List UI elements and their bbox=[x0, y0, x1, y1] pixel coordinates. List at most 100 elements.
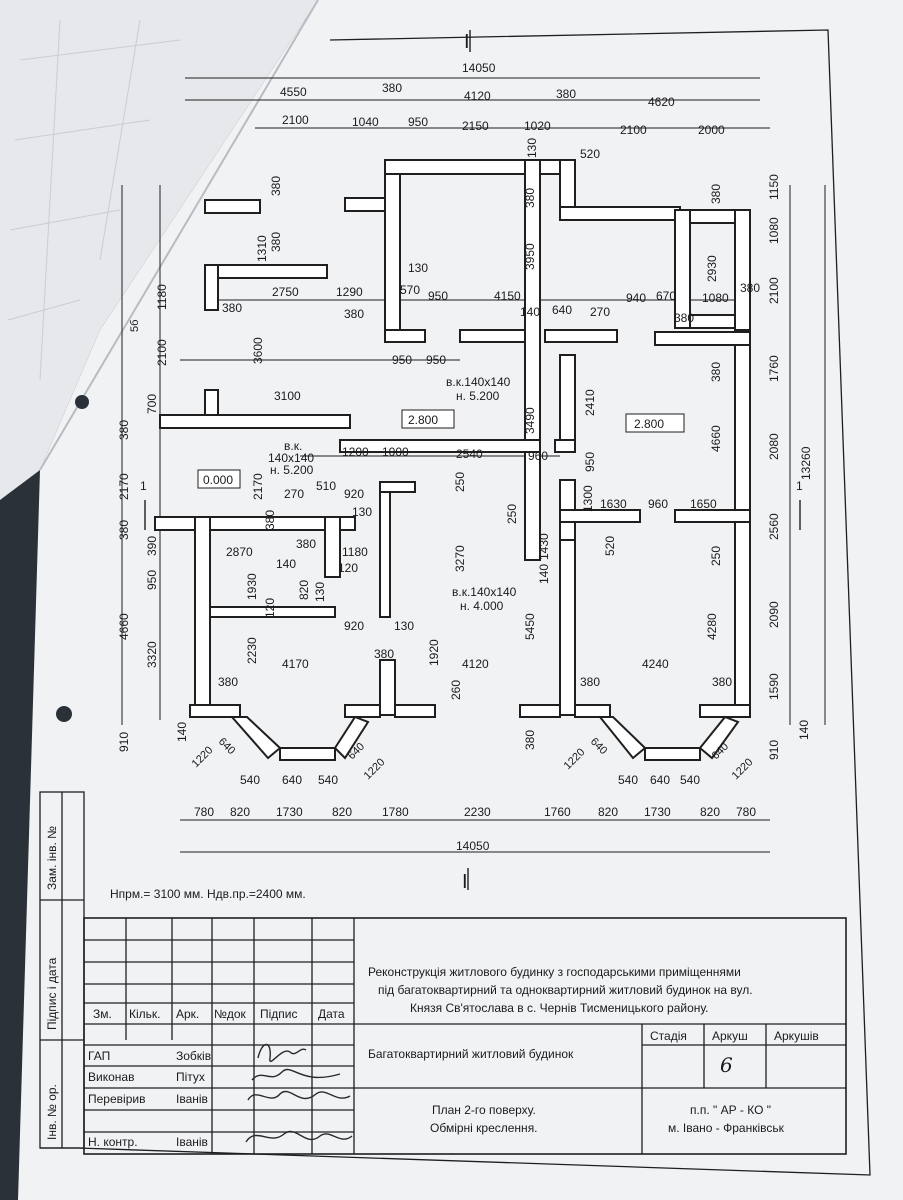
dim-top-r1-0: 4550 bbox=[280, 85, 307, 99]
dim-int-38: 2870 bbox=[226, 545, 253, 559]
dim-int-30: 510 bbox=[316, 479, 336, 493]
dim-left-outer-3: 4660 bbox=[117, 613, 131, 640]
dim-left-wall-4: 2170 bbox=[251, 473, 265, 500]
dim-top-r2-1: 1040 bbox=[352, 115, 379, 129]
dim-bot-7: 820 bbox=[598, 805, 618, 819]
dim-int-23: 1200 bbox=[342, 445, 369, 459]
dim-right-inner-3: 1760 bbox=[767, 355, 781, 382]
tb-object: Багатоквартирний житловий будинок bbox=[368, 1047, 574, 1061]
heights-note: Нпрм.= 3100 мм. Ндв.пр.=2400 мм. bbox=[110, 887, 306, 901]
tb-company-line-2: м. Івано - Франківськ bbox=[668, 1121, 785, 1135]
dim-top-r2-6: 2000 bbox=[698, 123, 725, 137]
dim-right-inner-7: 1590 bbox=[767, 673, 781, 700]
dim-int-32: 130 bbox=[352, 505, 372, 519]
dim-left-inner-4: 950 bbox=[145, 570, 159, 590]
stamp-zam-inv: Зам. інв. № bbox=[45, 826, 59, 890]
level-right: 2.800 bbox=[634, 417, 664, 431]
dim-int-25: 2540 bbox=[456, 447, 483, 461]
dim-int-20: 380 bbox=[523, 188, 537, 208]
title-block bbox=[83, 917, 847, 1155]
signature-gap bbox=[257, 1043, 307, 1062]
dim-left-wall-0: 1310 bbox=[255, 235, 269, 262]
dim-int-3: 950 bbox=[428, 289, 448, 303]
dim-bay-r-0: 540 bbox=[618, 773, 638, 787]
signature-nkontr bbox=[245, 1131, 353, 1143]
dimension-lines bbox=[121, 77, 826, 853]
dim-right-inner-8: 910 bbox=[767, 740, 781, 760]
dim-int-56: 4120 bbox=[462, 657, 489, 671]
dim-left-inner-6: 140 bbox=[175, 722, 189, 742]
dim-int-59: 260 bbox=[449, 680, 463, 700]
dim-int-49: 3270 bbox=[453, 545, 467, 572]
dim-bot-0: 780 bbox=[194, 805, 214, 819]
dim-int-17: 3100 bbox=[274, 389, 301, 403]
dim-right-inner-4: 2080 bbox=[767, 433, 781, 460]
tb-sheets-label: Аркушів bbox=[774, 1029, 819, 1043]
signature-vykonav bbox=[251, 1068, 341, 1081]
dim-right-wall-3: 4660 bbox=[709, 425, 723, 452]
dim-right-inner-0: 1150 bbox=[767, 174, 781, 200]
dim-left-outer-1: 2170 bbox=[117, 473, 131, 500]
note-vk2-c: н. 5.200 bbox=[270, 463, 314, 477]
dim-top-520: 520 bbox=[580, 147, 600, 161]
dim-int-34: 1300 bbox=[581, 485, 595, 512]
folded-page bbox=[0, 0, 318, 500]
dim-int-29: 270 bbox=[284, 487, 304, 501]
dim-int-5: 940 bbox=[626, 291, 646, 305]
dim-bot-5: 2230 bbox=[464, 805, 491, 819]
dim-int-57: 4240 bbox=[642, 657, 669, 671]
dim-int-53: 1920 bbox=[427, 639, 441, 666]
dim-int-22: 2410 bbox=[583, 389, 597, 416]
dim-int-50: 920 bbox=[344, 619, 364, 633]
dim-int-24: 1000 bbox=[382, 445, 409, 459]
section-mark-right: 1 bbox=[796, 479, 803, 493]
tb-name-pereviryv: Іванів bbox=[176, 1092, 208, 1106]
dim-top-r2-3: 2150 bbox=[462, 119, 489, 133]
dim-left-wall-2: 3600 bbox=[251, 337, 265, 364]
dim-bay-r-2: 540 bbox=[680, 773, 700, 787]
dim-top-r2-4: 1020 bbox=[524, 119, 551, 133]
dim-top-r1-2: 4120 bbox=[464, 89, 491, 103]
dim-int-33: 250 bbox=[505, 504, 519, 524]
dim-bot-10: 780 bbox=[736, 805, 756, 819]
signature-pereviryv bbox=[247, 1091, 351, 1101]
folded-page-lines bbox=[7, 19, 181, 381]
dim-bay-l-1: 640 bbox=[282, 773, 302, 787]
dim-int-42: 120 bbox=[338, 561, 358, 575]
dim-bay-l-2: 540 bbox=[318, 773, 338, 787]
dim-int-19: 3950 bbox=[523, 243, 537, 270]
tb-role-gap: ГАП bbox=[88, 1049, 110, 1063]
dim-int-36: 960 bbox=[648, 497, 668, 511]
tb-name-nkontr: Іванів bbox=[176, 1135, 208, 1149]
dim-int-43: 1430 bbox=[537, 533, 551, 560]
tb-name-gap: Зобків bbox=[176, 1049, 211, 1063]
dim-int-1: 1290 bbox=[336, 285, 363, 299]
dim-int-16: 380 bbox=[674, 311, 694, 325]
dim-bot-4: 1780 bbox=[382, 805, 409, 819]
dim-right-wall-5: 4280 bbox=[705, 613, 719, 640]
dim-int-21: 3490 bbox=[523, 407, 537, 434]
dim-top-r1-1: 380 bbox=[382, 81, 402, 95]
dim-top-overall: 14050 bbox=[462, 61, 496, 75]
interior-dimensions: 2750 1290 570 950 4150 940 670 1080 380 … bbox=[218, 188, 760, 750]
tb-project-line-1: Реконструкція житлового будинку з господ… bbox=[368, 965, 741, 979]
dim-int-58: 380 bbox=[218, 675, 238, 689]
tb-company-line-1: п.п. " АР - КО " bbox=[690, 1103, 771, 1117]
section-mark-left: 1 bbox=[140, 479, 147, 493]
note-vk1-b: н. 5.200 bbox=[456, 389, 500, 403]
dim-int-28: 250 bbox=[453, 472, 467, 492]
dim-int-18: 380 bbox=[222, 301, 242, 315]
dim-left-inner-5: 3320 bbox=[145, 641, 159, 668]
dim-bot-3: 820 bbox=[332, 805, 352, 819]
note-vk3-b: н. 4.000 bbox=[460, 599, 504, 613]
dim-int-27: 950 bbox=[583, 452, 597, 472]
dim-right-wall-6: 380 bbox=[712, 675, 732, 689]
dim-int-2: 570 bbox=[400, 283, 420, 297]
dim-int-4: 4150 bbox=[494, 289, 521, 303]
signatures bbox=[245, 1043, 353, 1143]
section-mark-bottom: I bbox=[462, 871, 468, 893]
dim-int-45: 140 bbox=[537, 564, 551, 584]
note-vk3-a: в.к.140х140 bbox=[452, 585, 517, 599]
note-vk2-b: 140х140 bbox=[268, 451, 314, 465]
dim-left-outer-0: 380 bbox=[117, 420, 131, 440]
